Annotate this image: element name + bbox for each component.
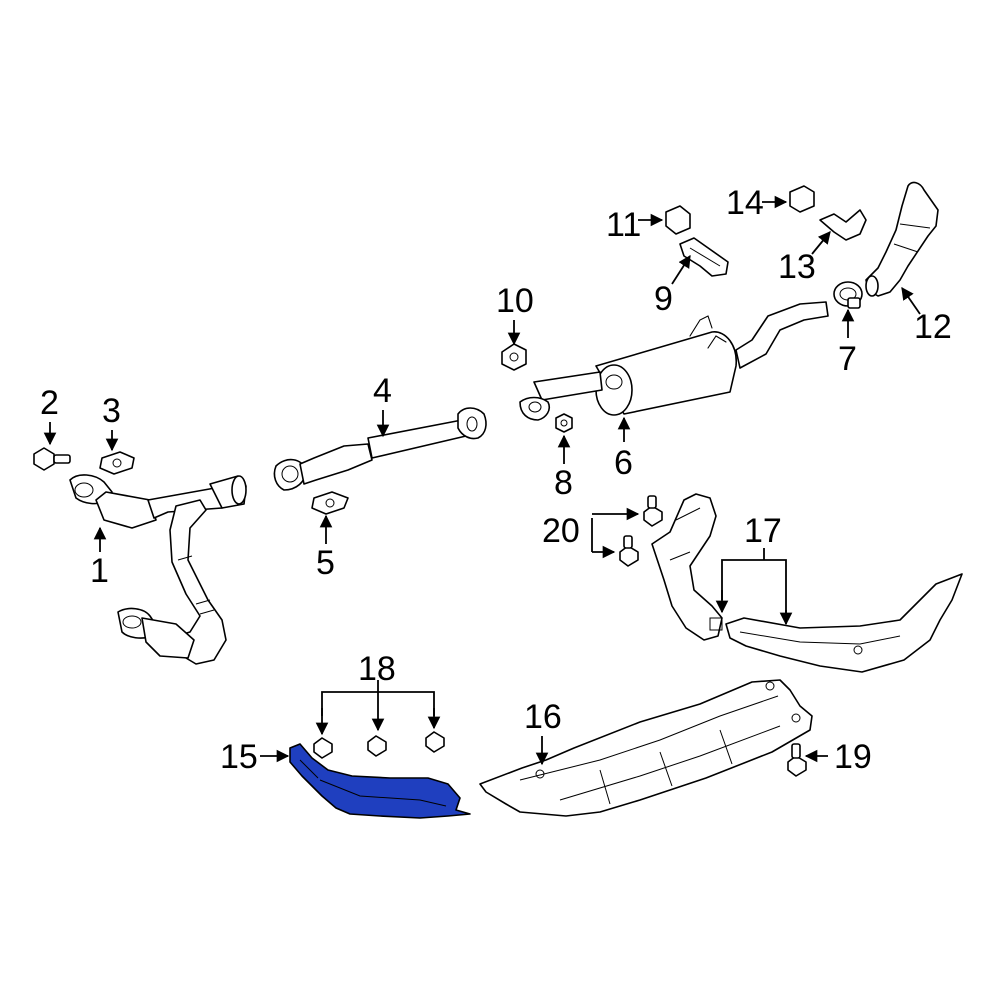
callout-7: 7 xyxy=(838,340,857,378)
part-8-nut[interactable] xyxy=(555,413,573,433)
callout-19: 19 xyxy=(834,738,872,776)
part-17-heat-shield[interactable] xyxy=(651,493,963,673)
callout-12: 12 xyxy=(914,308,952,346)
part-6-muffler[interactable] xyxy=(519,301,829,421)
callout-16: 16 xyxy=(524,698,562,736)
part-11-insulator[interactable] xyxy=(665,205,691,235)
callout-20: 20 xyxy=(542,512,580,550)
callout-5: 5 xyxy=(316,544,335,582)
leader-lines xyxy=(43,195,921,766)
callout-2: 2 xyxy=(40,384,59,422)
part-14-insulator[interactable] xyxy=(789,185,815,213)
callout-15: 15 xyxy=(220,738,258,776)
callout-9: 9 xyxy=(654,280,673,318)
callout-13: 13 xyxy=(778,248,816,286)
part-2-bolt[interactable] xyxy=(33,447,71,471)
part-16-heat-shield[interactable] xyxy=(479,679,813,817)
callout-14: 14 xyxy=(726,184,764,222)
callout-17: 17 xyxy=(744,512,782,550)
callout-1: 1 xyxy=(90,552,109,590)
callout-11: 11 xyxy=(606,206,641,244)
callout-6: 6 xyxy=(614,444,633,482)
part-12-tail-pipe[interactable] xyxy=(865,181,939,297)
part-5-nut-clip[interactable] xyxy=(311,491,349,515)
part-4-intermediate-pipe[interactable] xyxy=(273,407,487,491)
callout-10: 10 xyxy=(496,282,534,320)
callout-3: 3 xyxy=(102,392,121,430)
part-15-heat-shield[interactable] xyxy=(289,743,471,819)
part-7-clamp[interactable] xyxy=(833,281,863,309)
part-20-bolt[interactable] xyxy=(619,495,663,567)
callout-8: 8 xyxy=(554,464,573,502)
callout-18: 18 xyxy=(358,650,396,688)
part-13-hanger[interactable] xyxy=(819,209,867,241)
part-3-nut-clip[interactable] xyxy=(99,451,135,475)
callout-4: 4 xyxy=(373,372,392,410)
part-18-bolt[interactable] xyxy=(313,731,445,759)
part-19-bolt[interactable] xyxy=(787,743,807,777)
part-9-hanger-bracket[interactable] xyxy=(679,237,729,277)
part-10-nut[interactable] xyxy=(501,343,527,371)
part-1-catalytic-converter[interactable] xyxy=(69,474,247,665)
callout-labels: 1 2 3 4 5 6 7 8 9 10 11 12 13 14 15 16 1… xyxy=(40,184,952,776)
